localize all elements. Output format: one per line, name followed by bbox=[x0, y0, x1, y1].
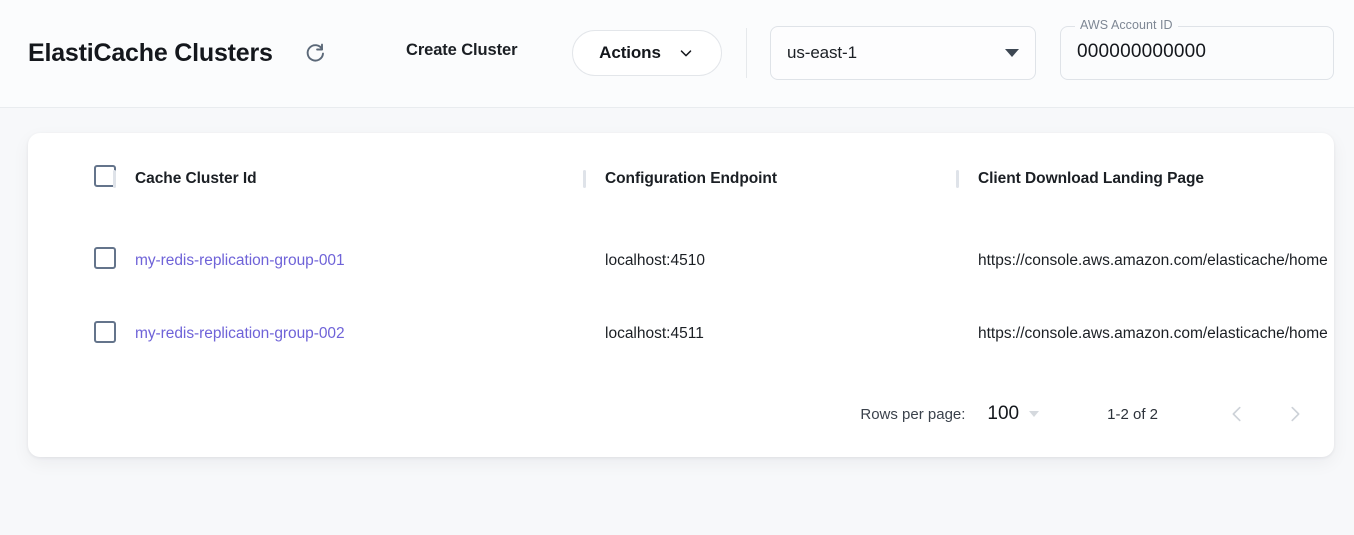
caret-down-icon bbox=[1029, 411, 1040, 417]
app-header: ElastiCache Clusters Create Cluster Acti… bbox=[0, 0, 1354, 108]
refresh-icon-svg bbox=[306, 43, 324, 62]
refresh-icon[interactable] bbox=[302, 40, 328, 66]
cluster-id-link[interactable]: my-redis-replication-group-002 bbox=[135, 325, 345, 343]
column-header-configuration-endpoint-label: Configuration Endpoint bbox=[605, 169, 777, 187]
cell-cluster-id: my-redis-replication-group-001 bbox=[135, 224, 605, 298]
aws-account-id-value: 000000000000 bbox=[1077, 41, 1207, 62]
cluster-id-link[interactable]: my-redis-replication-group-001 bbox=[135, 251, 345, 269]
actions-button[interactable]: Actions bbox=[572, 30, 722, 76]
cell-landing-page: https://console.aws.amazon.com/elasticac… bbox=[978, 224, 1334, 298]
clusters-table: Cache Cluster Id Configuration Endpoint … bbox=[28, 133, 1334, 371]
actions-button-label: Actions bbox=[599, 43, 661, 62]
table-header: Cache Cluster Id Configuration Endpoint … bbox=[28, 133, 1334, 224]
chevron-down-icon bbox=[680, 50, 692, 57]
cell-cluster-id: my-redis-replication-group-002 bbox=[135, 298, 605, 372]
column-header-client-download-landing-page[interactable]: Client Download Landing Page bbox=[978, 133, 1334, 224]
column-header-client-download-landing-page-label: Client Download Landing Page bbox=[978, 169, 1204, 187]
cell-configuration-endpoint: localhost:4511 bbox=[605, 298, 978, 372]
table-row[interactable]: my-redis-replication-group-002 localhost… bbox=[28, 298, 1334, 372]
row-select-cell bbox=[28, 298, 135, 372]
cell-configuration-endpoint: localhost:4510 bbox=[605, 224, 978, 298]
landing-page-text: https://console.aws.amazon.com/elasticac… bbox=[978, 251, 1328, 269]
region-select-value: us-east-1 bbox=[787, 43, 857, 62]
table-pagination: Rows per page: 100 1-2 of 2 bbox=[28, 371, 1334, 457]
row-select-cell bbox=[28, 224, 135, 298]
select-all-header bbox=[28, 133, 135, 224]
caret-down-icon bbox=[1005, 49, 1019, 57]
rows-per-page-select[interactable]: 100 bbox=[987, 403, 1040, 425]
column-header-configuration-endpoint[interactable]: Configuration Endpoint bbox=[605, 133, 978, 224]
rows-per-page-value: 100 bbox=[987, 403, 1020, 424]
header-divider bbox=[746, 28, 747, 78]
page-title: ElastiCache Clusters bbox=[28, 39, 273, 67]
landing-page-text: https://console.aws.amazon.com/elasticac… bbox=[978, 325, 1328, 343]
row-checkbox[interactable] bbox=[94, 320, 116, 343]
column-header-cache-cluster-id[interactable]: Cache Cluster Id bbox=[135, 133, 605, 224]
table-row[interactable]: my-redis-replication-group-001 localhost… bbox=[28, 224, 1334, 298]
region-select[interactable]: us-east-1 bbox=[770, 26, 1036, 80]
cell-landing-page: https://console.aws.amazon.com/elasticac… bbox=[978, 298, 1334, 372]
chevron-right-icon bbox=[1291, 406, 1300, 422]
previous-page-button[interactable] bbox=[1216, 393, 1258, 435]
configuration-endpoint-text: localhost:4511 bbox=[605, 325, 704, 343]
aws-account-id-field[interactable]: AWS Account ID 000000000000 bbox=[1060, 18, 1334, 80]
pagination-range-text: 1-2 of 2 bbox=[1107, 405, 1158, 423]
row-checkbox[interactable] bbox=[94, 247, 116, 270]
chevron-left-icon bbox=[1232, 406, 1241, 422]
clusters-table-card: Cache Cluster Id Configuration Endpoint … bbox=[28, 133, 1334, 457]
create-cluster-button[interactable]: Create Cluster bbox=[406, 41, 518, 59]
table-body: my-redis-replication-group-001 localhost… bbox=[28, 224, 1334, 371]
table-header-row: Cache Cluster Id Configuration Endpoint … bbox=[28, 133, 1334, 224]
next-page-button[interactable] bbox=[1274, 393, 1316, 435]
aws-account-id-label: AWS Account ID bbox=[1075, 18, 1178, 32]
configuration-endpoint-text: localhost:4510 bbox=[605, 251, 705, 269]
rows-per-page-label: Rows per page: bbox=[860, 405, 966, 423]
column-header-cache-cluster-id-label: Cache Cluster Id bbox=[135, 169, 257, 187]
